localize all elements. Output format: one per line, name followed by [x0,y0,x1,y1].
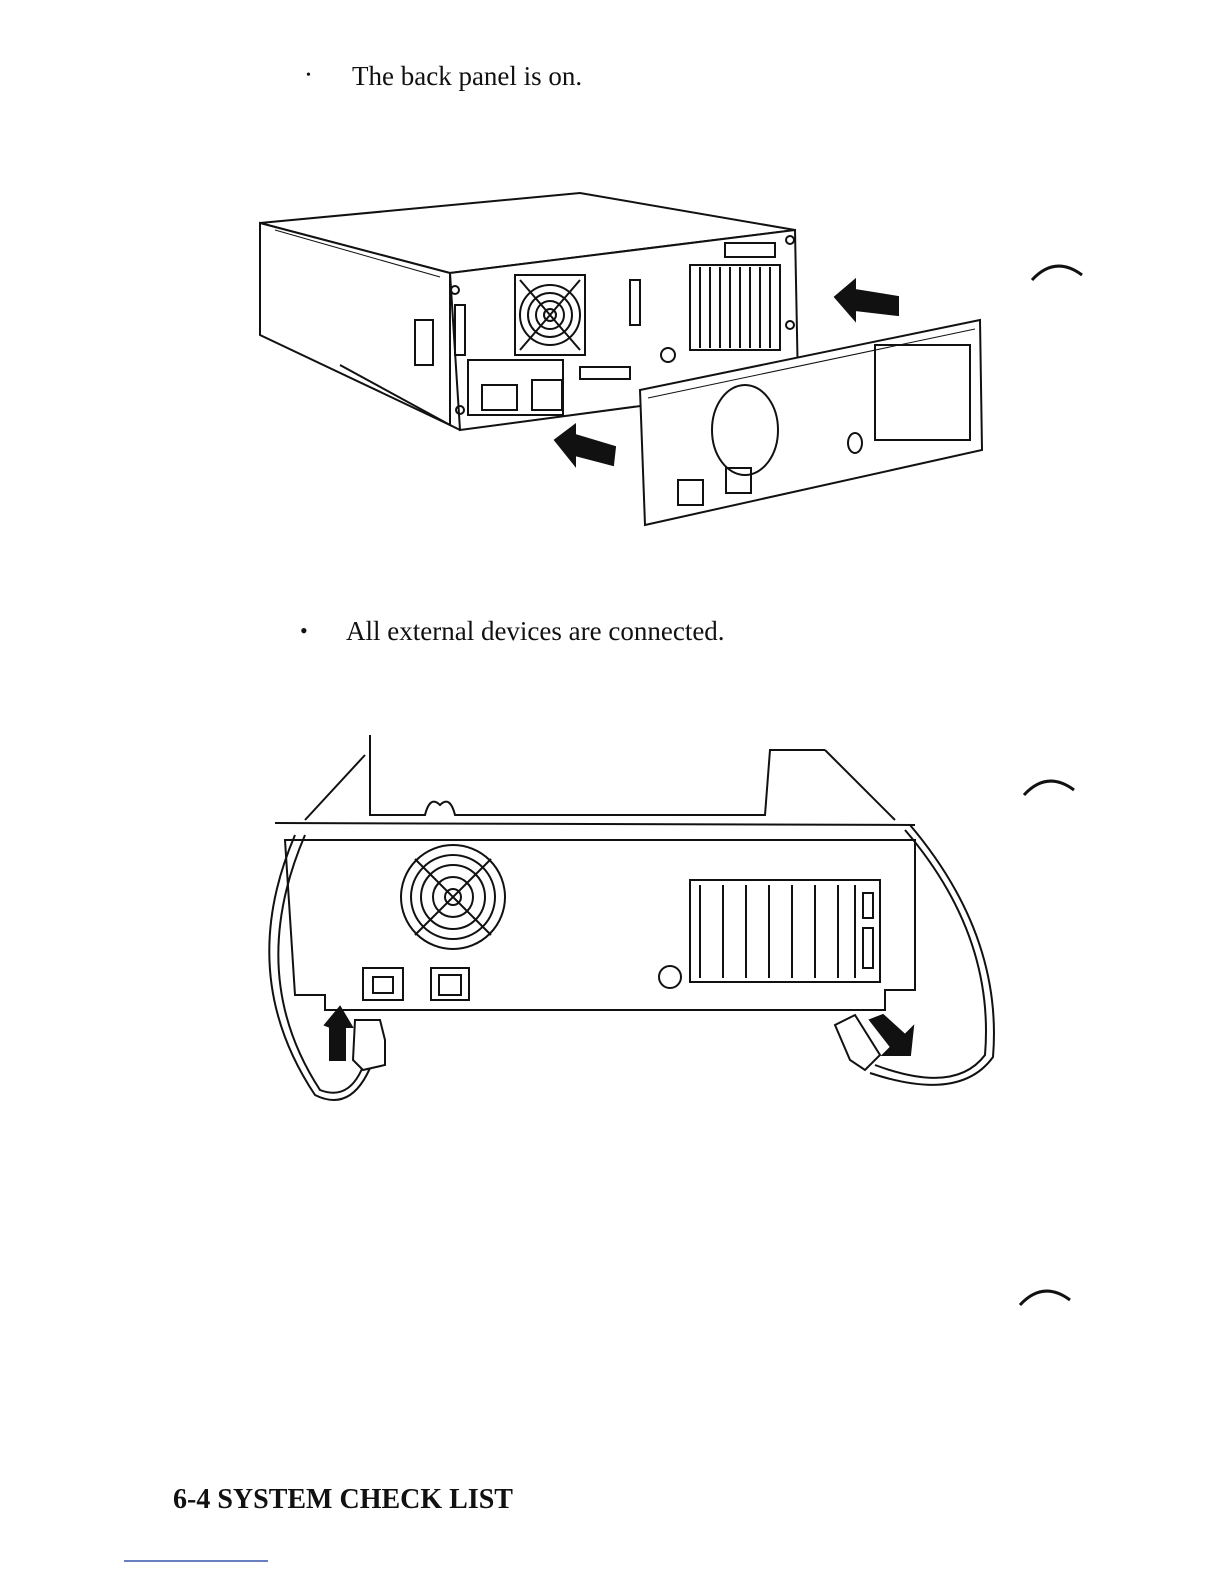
check-item-back-panel: • The back panel is on. [300,60,582,92]
check-item-text: All external devices are connected. [346,615,725,647]
margin-tab-mark [1022,770,1077,800]
page-footer: 6-4 SYSTEM CHECK LIST [173,1484,513,1516]
bullet: • [300,60,352,92]
check-item-text: The back panel is on. [352,60,582,92]
bullet: • [300,615,346,647]
check-item-external-devices: • All external devices are connected. [300,615,725,647]
back-panel-illustration [250,185,1000,535]
margin-tab-mark [1030,255,1085,285]
margin-tab-mark [1018,1280,1073,1310]
external-devices-illustration [255,735,995,1115]
footer-rule [124,1560,268,1562]
